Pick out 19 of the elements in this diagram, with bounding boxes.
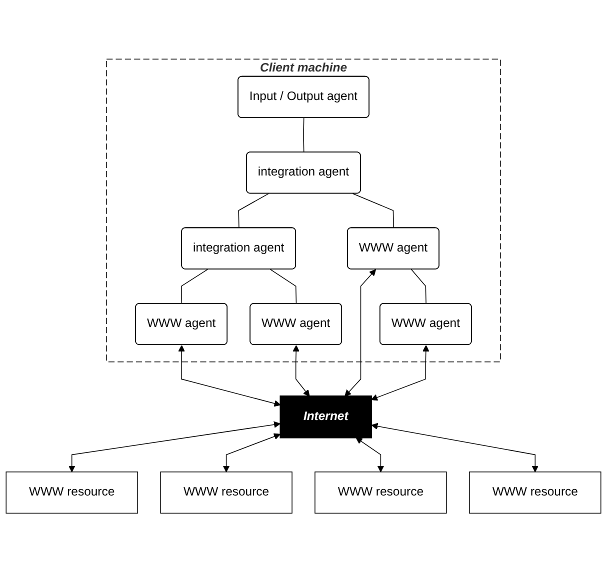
arrow [68,422,280,473]
node-box: WWW resource [6,472,138,514]
arrow [370,345,430,402]
node-box: Internet [280,396,372,439]
arrow [222,434,281,473]
node-box: WWW resource [314,472,447,514]
connector [238,194,269,229]
connector [303,118,304,154]
arrow [371,423,538,473]
node-box: WWW resource [469,472,602,514]
connector [180,269,208,304]
arrow [356,438,384,473]
connector [410,269,426,304]
connector [270,269,297,304]
connector [352,194,394,229]
node-box: WWW resource [160,472,292,514]
arrow [292,345,310,397]
arrow [178,345,281,408]
arrow [344,270,376,397]
